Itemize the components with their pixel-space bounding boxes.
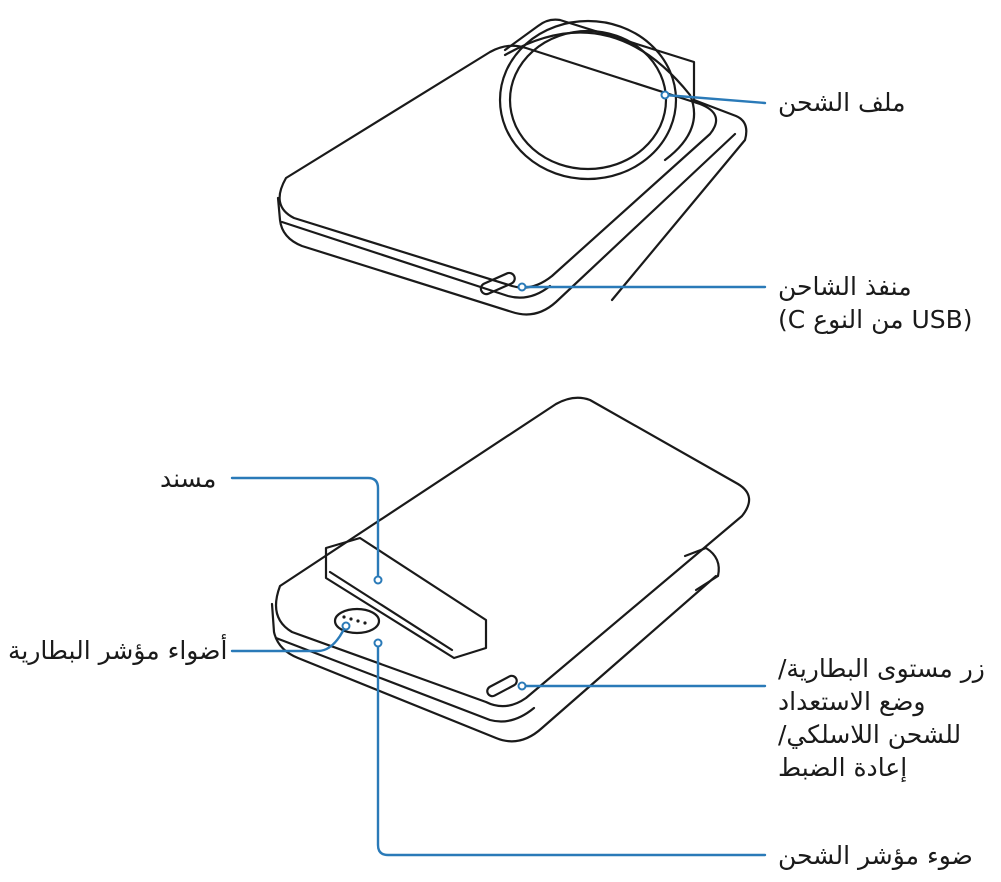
- indicator-dot-2: [349, 617, 353, 621]
- battery-level-button: [486, 674, 518, 698]
- label-charger-port-line-1: منفذ الشاحن: [778, 272, 912, 301]
- battery-indicator-dots: [342, 615, 367, 625]
- endpoint-battery-button: [517, 681, 527, 691]
- kickstand: [324, 536, 488, 660]
- label-battery-level-button-line-3: للشحن اللاسلكي/: [778, 720, 962, 749]
- indicator-housing: [333, 607, 381, 635]
- front-right-side: [610, 98, 748, 302]
- indicator-dot-4: [363, 621, 367, 625]
- label-battery-level-button: زر مستوى البطارية/ وضع الاستعداد للشحن ا…: [778, 652, 985, 784]
- leader-battery-indicator: [230, 624, 348, 653]
- label-charger-port-line-2: (USB من النوع C): [778, 305, 973, 334]
- front-body-thickness: [276, 132, 737, 316]
- back-right-extension: [683, 546, 720, 592]
- device-back-view: [270, 396, 751, 743]
- leader-charging-coil: [663, 93, 767, 105]
- back-body-thickness: [270, 574, 718, 743]
- label-battery-level-button-line-1: زر مستوى البطارية/: [778, 654, 985, 683]
- label-charger-port: منفذ الشاحن (USB من النوع C): [778, 270, 973, 336]
- usb-c-port: [479, 271, 516, 296]
- leader-stand: [230, 476, 380, 582]
- label-stand: مسند: [160, 462, 216, 495]
- leader-lines: [230, 93, 767, 857]
- label-battery-level-button-line-4: إعادة الضبط: [778, 753, 908, 782]
- charging-coil-outer: [498, 19, 678, 181]
- label-charging-coil-line-1: ملف الشحن: [778, 88, 906, 117]
- charging-coil-inner: [508, 29, 668, 171]
- kickstand-inner: [328, 570, 454, 652]
- indicator-dot-3: [356, 619, 360, 623]
- front-top-face: [278, 44, 718, 289]
- indicator-dot-1: [342, 615, 346, 619]
- endpoint-charging-light: [373, 638, 383, 648]
- label-stand-line-1: مسند: [160, 464, 217, 493]
- endpoint-battery-indicator: [341, 621, 351, 631]
- device-front-view: [276, 18, 748, 316]
- label-battery-level-button-line-2: وضع الاستعداد: [778, 687, 926, 716]
- endpoint-charger-port: [517, 282, 527, 292]
- label-battery-indicator-lights-line-1: أضواء مؤشر البطارية: [8, 636, 228, 665]
- front-bevel: [280, 220, 552, 299]
- back-bevel: [274, 636, 536, 723]
- label-charging-indicator-light: ضوء مؤشر الشحن: [778, 839, 973, 872]
- leader-endpoints: [341, 90, 670, 691]
- label-charging-indicator-light-line-1: ضوء مؤشر الشحن: [778, 841, 973, 870]
- endpoint-stand: [373, 575, 383, 585]
- endpoint-charging-coil: [660, 90, 670, 100]
- leader-charging-light: [376, 641, 767, 857]
- back-top-face: [274, 396, 751, 708]
- front-back-lip: [503, 18, 696, 102]
- label-charging-coil: ملف الشحن: [778, 86, 906, 119]
- label-battery-indicator-lights: أضواء مؤشر البطارية: [8, 634, 227, 667]
